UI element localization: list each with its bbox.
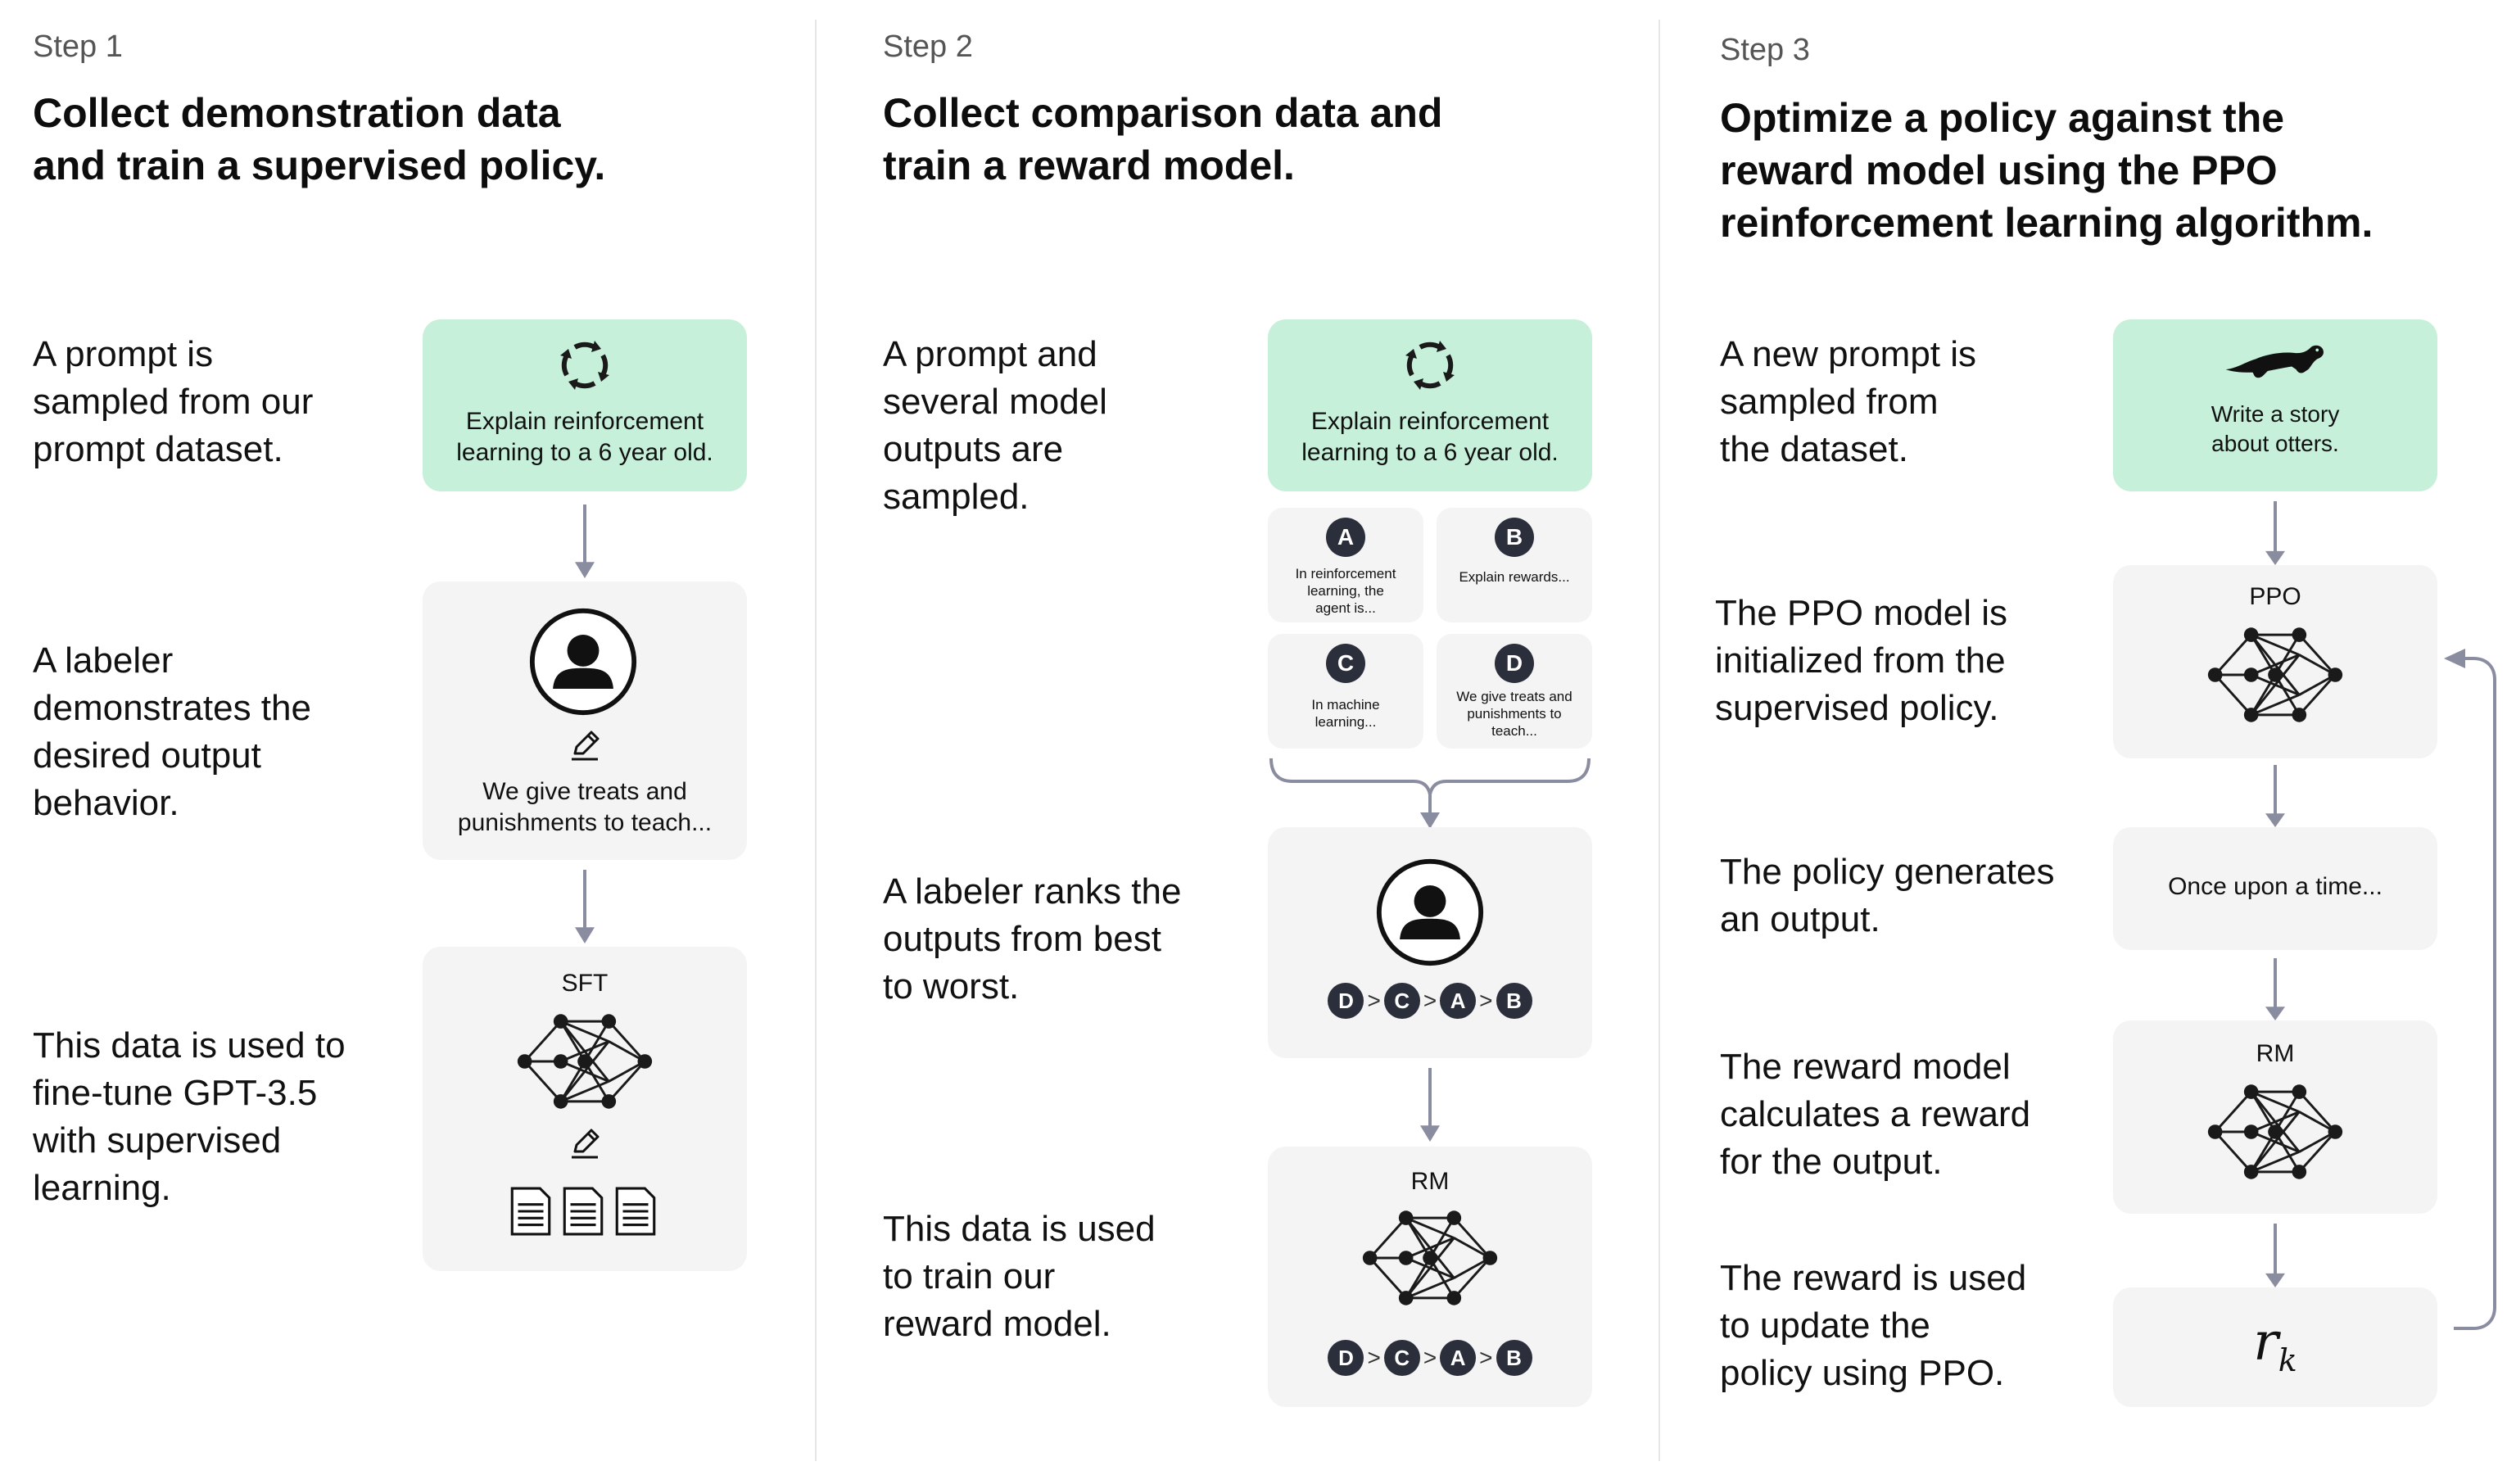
output-card-a: A In reinforcement learning, the agent i… [1268,508,1423,622]
document-icon [562,1186,604,1237]
step3-rm-label: RM [2256,1040,2295,1067]
step1-sft-box: SFT [423,947,747,1271]
output-letter-c: C [1326,644,1365,683]
output-card-d: D We give treats and punishments to teac… [1437,634,1592,749]
step1-model-label: SFT [561,970,609,997]
step2-arrow-2 [1414,1068,1446,1142]
output-letter-d: D [1495,644,1534,683]
reward-letter: r [2253,1312,2278,1373]
step2-desc-prompt: A prompt and several model outputs are s… [883,334,1107,517]
output-text-c: In machine learning... [1311,697,1380,730]
reward-subscript: k [2278,1341,2297,1378]
output-letter-a: A [1326,518,1365,557]
step3-label: Step 3 [1720,33,1810,67]
neural-network-icon [1358,1206,1502,1310]
divider-2 [1658,20,1660,1461]
step1-desc-labeler: A labeler demonstrates the desired outpu… [33,640,311,823]
step3-ppo-label: PPO [2249,583,2301,610]
document-icon [509,1186,552,1237]
step1-labeler-box: We give treats and punishments to teach.… [423,581,747,860]
rank-item-4: B [1496,983,1532,1019]
step1-title: Collect demonstration data and train a s… [33,90,606,188]
output-text-d: We give treats and punishments to teach.… [1456,689,1572,739]
output-letter-b: B [1495,518,1534,557]
step3-output-text: Once upon a time... [2168,873,2383,900]
rank-item-3: A [1440,1340,1477,1376]
output-card-c: C In machine learning... [1268,634,1423,749]
step2-prompt-box: Explain reinforcement learning to a 6 ye… [1268,319,1592,491]
step3-arrow-3 [2259,958,2292,1020]
step3-desc-ppo: The PPO model is initialized from the su… [1715,593,2008,728]
output-text-b: Explain rewards... [1459,569,1570,585]
rank-sep: > [1479,1345,1493,1370]
rank-item-2: C [1383,983,1420,1019]
rank-sep: > [1423,1345,1437,1370]
step2-model-label: RM [1410,1168,1450,1195]
rank-item-3: A [1440,983,1477,1019]
step1-arrow-1 [568,504,601,578]
rank-item-1: D [1328,983,1364,1019]
pencil-icon [568,729,601,762]
step2-rm-box: RM D > C > A > B [1268,1147,1592,1407]
otter-icon [2223,339,2328,385]
loop-arrow [2444,649,2496,1330]
ranking-row-rm: D > C > A > B [1268,1340,1592,1376]
reward-symbol: rk [2113,1312,2437,1378]
output-text-a: In reinforcement learning, the agent is.… [1295,566,1396,616]
rank-sep: > [1367,988,1381,1013]
divider-1 [815,20,817,1461]
step1-arrow-2 [568,870,601,943]
person-icon [527,606,639,717]
step1-desc-prompt: A prompt is sampled from our prompt data… [33,334,314,469]
rank-item-1: D [1328,1340,1364,1376]
step3-output-box: Once upon a time... [2113,827,2437,950]
step3-prompt-text: Write a story about otters. [2211,401,2340,456]
step3-arrow-1 [2259,501,2292,565]
neural-network-icon [2203,1079,2347,1184]
rank-item-2: C [1383,1340,1420,1376]
step3-title: Optimize a policy against the reward mod… [1720,95,2373,246]
step2-labeler-box: D > C > A > B [1268,827,1592,1058]
rank-sep: > [1479,988,1493,1013]
neural-network-icon [2203,622,2347,727]
output-card-b: B Explain rewards... [1437,508,1592,622]
rank-sep: > [1423,988,1437,1013]
refresh-icon [559,339,611,391]
step3-rm-box: RM [2113,1020,2437,1214]
step1-prompt-box: Explain reinforcement learning to a 6 ye… [423,319,747,491]
step3-desc-update: The reward is used to update the policy … [1720,1258,2027,1393]
step3-prompt-box: Write a story about otters. [2113,319,2437,491]
step2-label: Step 2 [883,29,973,64]
step1-label: Step 1 [33,29,123,64]
step2-title: Collect comparison data and train a rewa… [883,90,1443,188]
neural-network-icon [513,1009,657,1114]
step3-ppo-box: PPO [2113,565,2437,758]
step3-desc-output: The policy generates an output. [1720,852,2055,939]
step1-labeler-output: We give treats and punishments to teach.… [457,778,713,836]
step3-desc-prompt: A new prompt is sampled from the dataset… [1720,334,1977,469]
rank-sep: > [1367,1345,1381,1370]
ranking-row: D > C > A > B [1268,983,1592,1019]
pencil-icon [568,1127,601,1160]
step2-desc-train: This data is used to train our reward mo… [883,1209,1156,1344]
step3-arrow-2 [2259,765,2292,827]
step3-reward-box: rk [2113,1287,2437,1407]
person-icon [1374,857,1486,968]
step1-prompt-text: Explain reinforcement learning to a 6 ye… [456,408,713,466]
merge-bracket [1269,758,1591,829]
step2-prompt-text: Explain reinforcement learning to a 6 ye… [1301,408,1559,466]
step3-desc-rm: The reward model calculates a reward for… [1720,1047,2031,1182]
refresh-icon [1404,339,1456,391]
step1-desc-finetune: This data is used to fine-tune GPT-3.5 w… [33,1025,346,1208]
document-icon [614,1186,657,1237]
step3-arrow-4 [2259,1224,2292,1287]
rank-item-4: B [1496,1340,1532,1376]
step2-desc-rank: A labeler ranks the outputs from best to… [883,871,1182,1007]
